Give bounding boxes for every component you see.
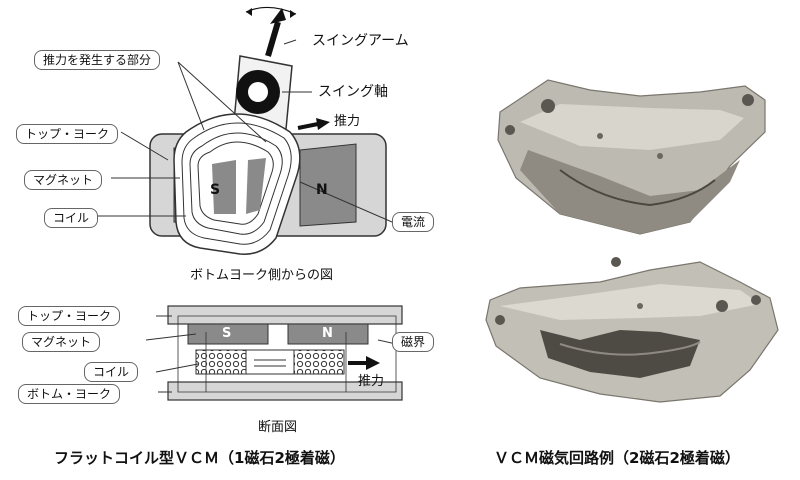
field-lines <box>177 315 397 393</box>
swing-axis-hole <box>248 82 268 102</box>
section-bottom-yoke <box>167 381 403 401</box>
caption-right: ＶＣＭ磁気回路例（2磁石2極着磁） <box>494 449 740 467</box>
section-label-top-yoke: トップ・ヨーク <box>18 306 121 326</box>
section-label-bottom-yoke: ボトム・ヨーク <box>18 384 121 404</box>
pole-s-label: S <box>210 182 221 198</box>
section-coil-right <box>293 349 345 375</box>
caption-bottom-view: ボトムヨーク側からの図 <box>190 268 334 283</box>
section-label-magnet: マグネット <box>22 332 101 352</box>
section-top-yoke <box>167 305 403 325</box>
section-magnet-n <box>287 323 369 345</box>
label-current: 電流 <box>392 212 435 232</box>
section-label-thrust: 推力 <box>358 374 385 389</box>
magnet-n-block <box>299 143 357 227</box>
label-thrust-part: 推力を発生する部分 <box>34 50 161 70</box>
label-magnet: マグネット <box>24 170 103 190</box>
label-coil: コイル <box>44 208 99 228</box>
section-pole-n: N <box>322 326 333 341</box>
section-pole-s: S <box>222 326 232 341</box>
pole-n-label: N <box>316 182 328 198</box>
swing-arm-arrow <box>270 8 286 24</box>
swing-motion-arc <box>245 6 297 15</box>
caption-left: フラットコイル型ＶＣＭ（1磁石2極着磁） <box>54 449 345 467</box>
section-coil-left <box>195 349 247 375</box>
label-swing-arm: スイングアーム <box>312 33 409 49</box>
label-thrust: 推力 <box>334 114 361 129</box>
section-label-coil: コイル <box>84 362 139 382</box>
section-magnet-s <box>187 323 269 345</box>
section-coil-mid <box>245 349 295 375</box>
label-swing-axis: スイング軸 <box>318 84 388 100</box>
vcm-photo-top <box>497 79 766 235</box>
label-top-yoke: トップ・ヨーク <box>16 124 119 144</box>
thrust-arrow <box>316 118 330 130</box>
caption-section: 断面図 <box>258 420 298 435</box>
section-label-field: 磁界 <box>392 332 435 352</box>
vcm-photo-bottom <box>485 257 779 403</box>
section-thrust-arrow <box>366 356 380 370</box>
